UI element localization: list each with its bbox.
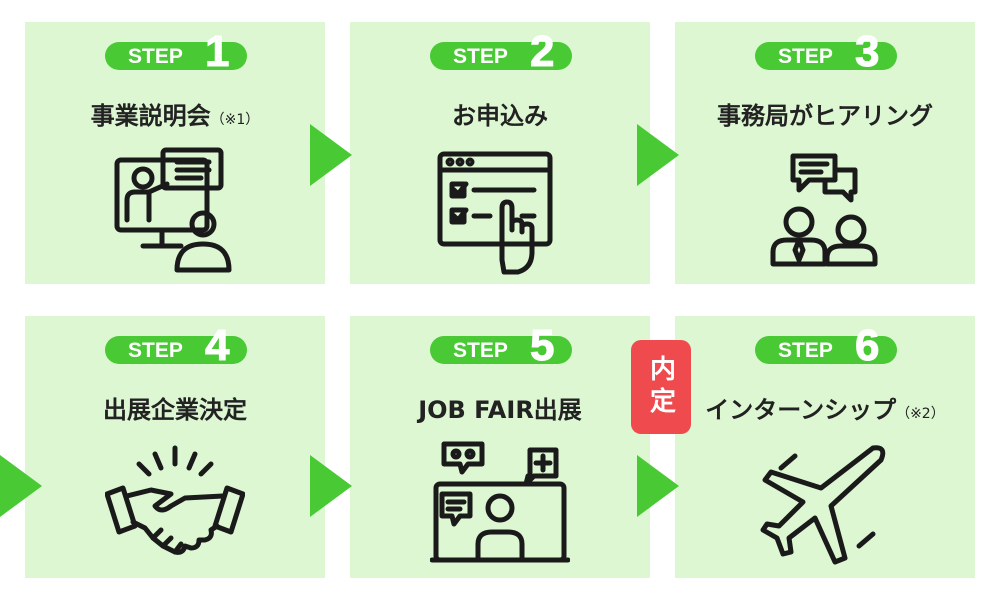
step-card-1: STEP 1 事業説明会（※1） [25,22,325,284]
step-badge: STEP 3 [755,29,897,74]
step-title: お申込み [452,102,548,130]
step-number: 4 [204,321,230,370]
flow-arrow-icon [637,124,679,186]
step-label: STEP [128,339,183,362]
step-card-4: STEP 4 出展企業決定 [25,316,325,578]
step-number: 6 [854,321,880,370]
web-form-icon [437,151,553,275]
step-title: 事務局がヒアリング [717,102,933,130]
step-label: STEP [453,45,508,68]
step-number: 3 [854,27,880,76]
handshake-icon [105,445,245,555]
step-note: （※1） [210,112,260,128]
step-card-2: STEP 2 お申込み [350,22,650,284]
step-badge: STEP 2 [430,29,572,74]
flow-arrow-icon [310,124,352,186]
interview-icon [770,153,878,267]
step-card-3: STEP 3 事務局がヒアリング [675,22,975,284]
presentation-icon [114,147,232,273]
step-note: （※2） [896,406,945,422]
step-label: STEP [128,45,183,68]
step-card-6: STEP 6 インターンシップ（※2） [675,316,975,578]
airplane-icon [760,445,886,565]
online-fair-icon [430,441,570,563]
step-title: 出展企業決定 [103,396,247,424]
step-badge: STEP 1 [105,29,247,74]
step-number: 2 [529,27,555,76]
step-number: 1 [204,27,230,76]
step-label: STEP [778,45,833,68]
flow-arrow-icon [310,455,352,517]
flow-arrow-icon [637,455,679,517]
job-offer-badge: 内定 [631,340,691,434]
step-card-5: STEP 5 JOB FAIR出展 [350,316,650,578]
step-title: 事業説明会（※1） [90,102,260,130]
step-label: STEP [453,339,508,362]
step-number: 5 [529,321,555,370]
flow-arrow-icon [0,455,42,517]
step-title: JOB FAIR出展 [418,396,582,424]
step-label: STEP [778,339,833,362]
step-badge: STEP 5 [430,323,572,368]
step-title: インターンシップ（※2） [705,396,945,424]
step-badge: STEP 4 [105,323,247,368]
step-badge: STEP 6 [755,323,897,368]
